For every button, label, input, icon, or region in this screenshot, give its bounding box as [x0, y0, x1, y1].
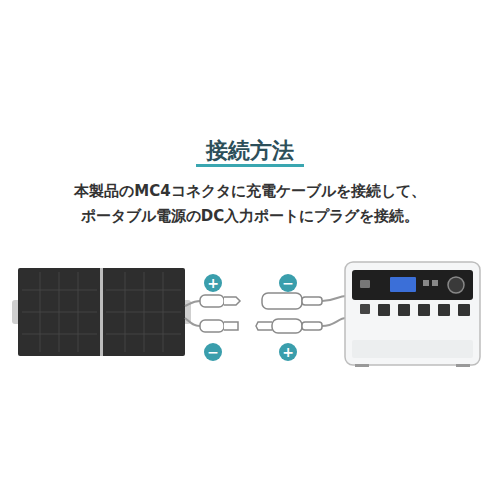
- polarity-marker: +: [204, 274, 222, 292]
- heading: 接続方法: [0, 136, 500, 166]
- polarity-marker: +: [279, 343, 297, 361]
- mc4-connector: [256, 293, 322, 333]
- polarity-marker: −: [204, 343, 222, 361]
- polarity-marker: −: [279, 274, 297, 292]
- instruction-text: ポータブル電源のDC入力ポートにプラグを接続。: [0, 207, 500, 226]
- solar-panel: [12, 268, 191, 356]
- mc4-connector: [200, 295, 240, 332]
- title-underline: [196, 164, 304, 167]
- instruction-text: 本製品のMC4コネクタに充電ケーブルを接続して、: [0, 182, 500, 201]
- portable-power-station: [345, 262, 480, 367]
